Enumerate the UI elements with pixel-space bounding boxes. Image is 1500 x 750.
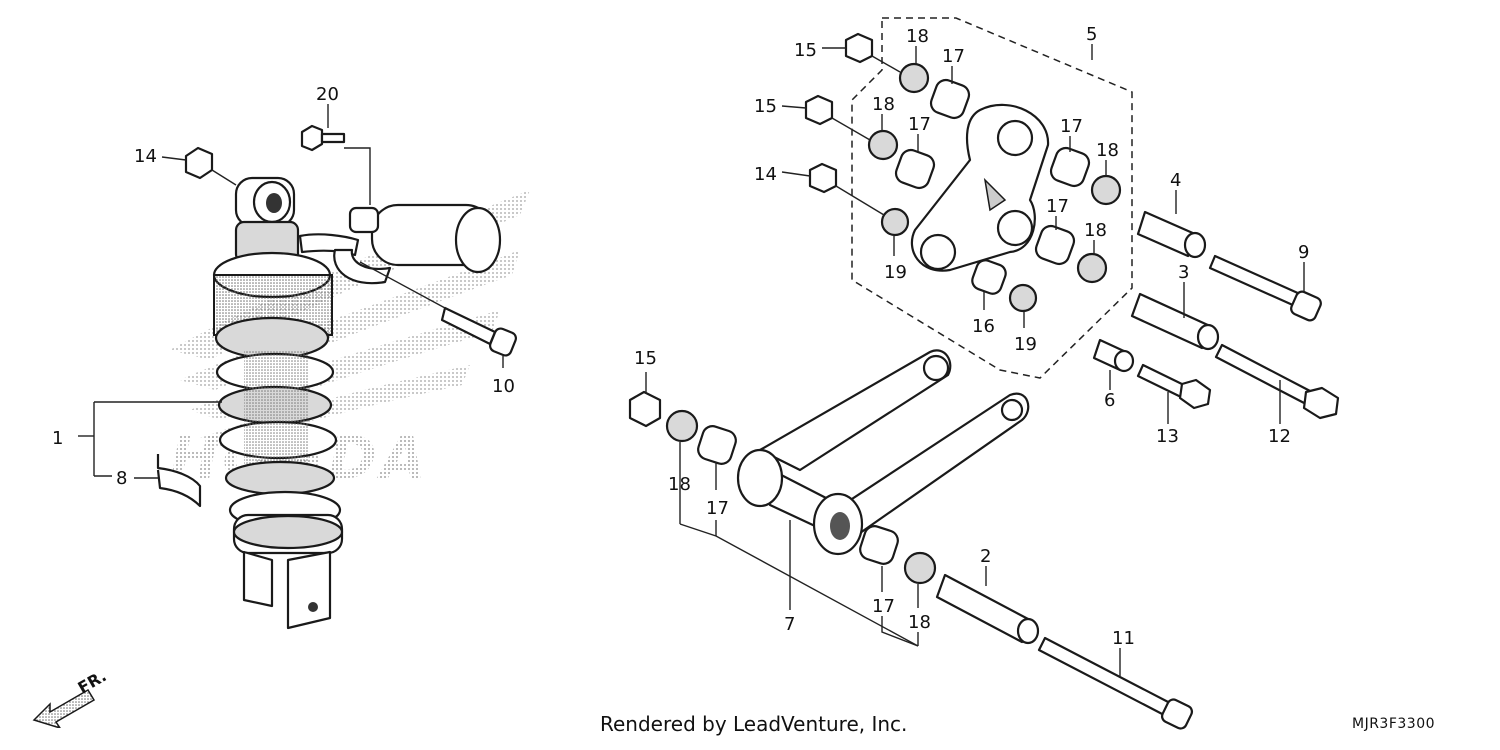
callout-19-a: 19	[884, 262, 907, 283]
nut-14-left	[184, 146, 214, 180]
callout-17-b: 17	[908, 114, 931, 135]
callout-8: 8	[116, 468, 127, 489]
callout-9: 9	[1298, 242, 1309, 263]
callout-19-b: 19	[1014, 334, 1037, 355]
dust-seals	[867, 62, 1122, 313]
callout-15-top: 15	[794, 40, 817, 61]
callout-14-left: 14	[134, 146, 157, 167]
collar-3	[1130, 292, 1220, 351]
front-direction-indicator: FR.	[30, 666, 130, 730]
direction-label: FR.	[75, 668, 110, 697]
callout-labels: 1 8 14 20 10 15 15 14 18 17 18 17 17 18 …	[52, 24, 1309, 649]
callout-6: 6	[1104, 390, 1115, 411]
leader-lines	[78, 44, 1305, 676]
callout-18-a: 18	[906, 26, 929, 47]
bolt-10	[440, 306, 517, 357]
callout-15-lower: 15	[634, 348, 657, 369]
link-assembly-outline	[851, 17, 1133, 379]
collar-4	[1136, 210, 1207, 259]
callout-2: 2	[980, 546, 991, 567]
bolt-9	[1208, 254, 1322, 322]
lower-bearings	[628, 390, 937, 585]
callout-17-a: 17	[942, 46, 965, 67]
callout-16: 16	[972, 316, 995, 337]
collar-2	[935, 573, 1040, 645]
callout-13: 13	[1156, 426, 1179, 447]
callout-14-right: 14	[754, 164, 777, 185]
collar-6	[1092, 338, 1135, 373]
connecting-rods	[736, 349, 1030, 556]
callout-17-c: 17	[1060, 116, 1083, 137]
callout-20: 20	[316, 84, 339, 105]
arrow-left-icon: FR.	[32, 666, 110, 730]
bolt-11	[1037, 636, 1194, 730]
nuts-upper	[804, 32, 874, 194]
bolt-13	[1136, 363, 1212, 410]
callout-18-f: 18	[908, 612, 931, 633]
callout-18-e: 18	[668, 474, 691, 495]
callout-15-mid: 15	[754, 96, 777, 117]
shock-link-plate	[910, 103, 1050, 272]
callout-17-d: 17	[1046, 196, 1069, 217]
diagram-code: MJR3F3300	[1352, 716, 1436, 732]
bolt-12	[1214, 343, 1340, 420]
callout-18-c: 18	[1096, 140, 1119, 161]
callout-17-f: 17	[872, 596, 895, 617]
callout-12: 12	[1268, 426, 1291, 447]
footer-credit: Rendered by LeadVenture, Inc.	[600, 712, 908, 736]
callout-18-d: 18	[1084, 220, 1107, 241]
callout-5: 5	[1086, 24, 1097, 45]
callout-10: 10	[492, 376, 515, 397]
callout-1: 1	[52, 428, 63, 449]
callout-17-e: 17	[706, 498, 729, 519]
callout-18-b: 18	[872, 94, 895, 115]
callout-3: 3	[1178, 262, 1189, 283]
rear-shock-absorber	[212, 176, 502, 630]
bolt-20	[300, 124, 346, 152]
callout-7: 7	[784, 614, 795, 635]
needle-bearings	[894, 78, 1091, 295]
callout-4: 4	[1170, 170, 1181, 191]
callout-11: 11	[1112, 628, 1135, 649]
shock-cover-part	[156, 454, 202, 508]
